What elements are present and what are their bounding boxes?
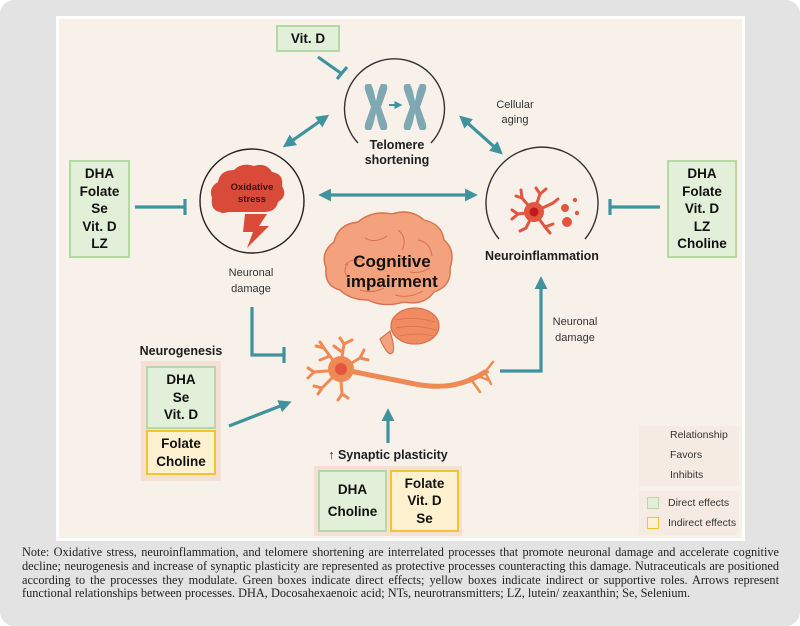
inhibit-right-neuroinflammation <box>608 199 660 215</box>
neuronal-damage-left-line2: damage <box>231 283 271 295</box>
neuronal-damage-right-line1: Neuronal <box>552 316 598 328</box>
box-item: DHA <box>166 372 196 388</box>
arrow-oxidative-telomere <box>282 114 330 148</box>
cellular-aging-line2: aging <box>501 114 529 126</box>
legend-label: Inhibits <box>670 469 704 481</box>
legend-inhibits: Inhibits <box>670 469 703 481</box>
particle <box>572 197 578 203</box>
box-left: DHA Folate Se Vit. D LZ <box>69 160 130 258</box>
neuronal-damage-left-label: Neuronal damage <box>216 265 286 297</box>
lightning-icon <box>243 214 269 248</box>
cellular-aging-label: Cellular aging <box>483 98 547 128</box>
telomere-node <box>343 58 446 144</box>
box-right: DHA Folate Vit. D LZ Choline <box>667 160 737 258</box>
neurogenesis-indirect-box: Folate Choline <box>146 430 216 475</box>
legend-relationship: Relationship <box>670 429 728 441</box>
particle <box>574 210 580 216</box>
telomere-circle <box>343 58 446 144</box>
legend-arrows-panel <box>639 426 739 486</box>
box-item: LZ <box>91 236 108 252</box>
synaptic-plasticity-title: ↑ Synaptic plasticity <box>328 448 448 462</box>
box-item: Vit. D <box>290 30 326 46</box>
neurogenesis-direct-box: DHA Se Vit. D <box>146 366 216 429</box>
neuroinflammation-circle <box>485 146 599 240</box>
oxidative-label: Oxidative stress <box>212 182 292 206</box>
telomere-label-line2: shortening <box>364 153 430 167</box>
box-item: DHA <box>84 166 115 182</box>
neurogenesis-title: Neurogenesis <box>139 344 223 358</box>
neuron-nucleus <box>335 363 347 375</box>
oxidative-circle <box>199 148 305 254</box>
box-item: Choline <box>677 236 727 252</box>
oxidative-label-line1: Oxidative <box>230 182 274 193</box>
box-item: DHA <box>687 166 717 182</box>
box-item: DHA <box>337 482 368 497</box>
arrow-neuron-neuroinflammation <box>500 276 548 373</box>
arrow-telomere-neuroinflammation <box>459 115 503 155</box>
neuroinflammation-node <box>485 146 599 240</box>
cloud-icon <box>210 164 285 213</box>
inhibit-left-oxidative <box>135 199 187 215</box>
box-item: Folate <box>161 436 201 451</box>
legend-label: Favors <box>670 449 703 461</box>
cognitive-label-line1: Cognitive <box>353 252 431 271</box>
telomere-label-line1: Telomere <box>369 138 425 152</box>
legend-indirect-effects: Indirect effects <box>647 517 736 529</box>
box-item: Vit. D <box>163 407 199 423</box>
box-item: Choline <box>156 453 206 469</box>
box-item: Vit. D <box>684 201 720 217</box>
legend-label: Indirect effects <box>668 517 737 529</box>
box-top-vitd: Vit. D <box>276 25 340 52</box>
telomere-label: Telomere shortening <box>352 138 442 168</box>
box-item: Folate <box>79 183 120 199</box>
legend-favors: Favors <box>670 449 702 461</box>
box-item: Folate <box>682 183 722 199</box>
particle <box>562 217 572 227</box>
particle <box>561 204 569 212</box>
box-item: LZ <box>693 218 711 234</box>
box-item: Se <box>91 201 108 217</box>
arrow-neurogenesis-neuron <box>228 400 292 428</box>
box-item: Choline <box>327 504 378 519</box>
cognitive-label-line2: impairment <box>346 272 438 291</box>
neuronal-damage-right-label: Neuronal damage <box>540 314 610 346</box>
neuronal-damage-right-line2: damage <box>555 332 595 344</box>
inhibit-vitd-telomere <box>317 55 349 81</box>
neuronal-damage-left-line1: Neuronal <box>228 267 274 279</box>
inhibit-oxidative-neuron <box>250 307 286 363</box>
synaptic-direct-box: DHA Choline <box>318 470 387 532</box>
box-item: Folate <box>404 475 445 491</box>
oxidative-stress-node <box>199 148 305 254</box>
box-item: Vit. D <box>82 218 117 234</box>
box-item: Se <box>172 389 190 405</box>
indirect-swatch-icon <box>647 517 659 529</box>
box-item: Se <box>416 510 433 526</box>
arrows <box>135 55 660 443</box>
direct-swatch-icon <box>647 497 659 509</box>
cognitive-impairment-label: Cognitive impairment <box>340 252 444 292</box>
synaptic-indirect-box: Folate Vit. D Se <box>390 470 459 532</box>
neuroinflammation-label: Neuroinflammation <box>485 249 599 263</box>
legend-label: Relationship <box>670 429 728 441</box>
oxidative-label-line2: stress <box>238 194 266 205</box>
box-item: Vit. D <box>407 493 442 509</box>
legend-direct-effects: Direct effects <box>647 497 729 509</box>
brain-icon <box>323 211 453 355</box>
cellular-aging-line1: Cellular <box>496 99 534 111</box>
microglia-nucleus <box>529 207 539 217</box>
chromosome-icon <box>364 84 427 130</box>
legend-label: Direct effects <box>668 497 730 509</box>
figure-note: Note: Oxidative stress, neuroinflammatio… <box>22 545 779 601</box>
